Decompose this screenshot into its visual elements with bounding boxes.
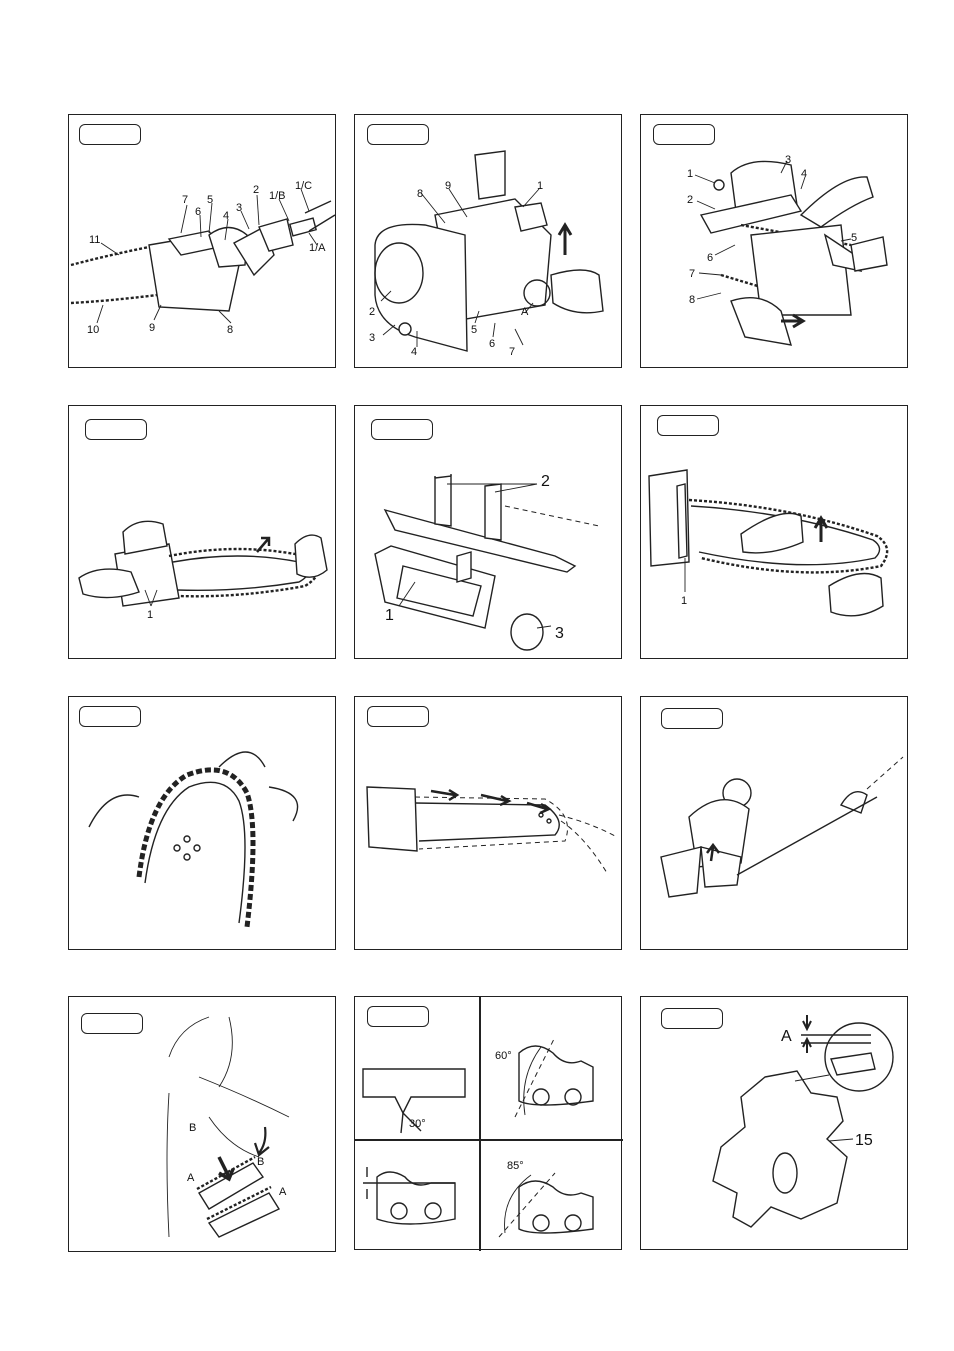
callout-5: 5 [851,232,857,244]
angle-60: 60° [495,1050,512,1062]
figure-number-tag [371,419,433,440]
figure-panel-5: 2 1 3 [354,405,622,659]
figure-number-tag [85,419,147,440]
callout-7: 7 [182,194,188,206]
operator-cutting-illustration [660,756,904,898]
bar-tensioning-illustration: 1 [78,520,328,621]
grid-divider-vertical [479,997,481,1251]
figure-panel-4: 1 [68,405,336,659]
figure-panel-2: 9 8 1 2 3 4 5 6 A 7 [354,114,622,368]
callout-a: A [781,1028,792,1045]
sprocket-cover-removal-illustration: 9 8 1 2 3 4 5 6 A 7 [369,150,604,358]
callout-7: 7 [509,346,515,358]
callout-5: 5 [207,194,213,206]
callout-1: 1 [537,180,543,192]
figure-number-tag [81,1013,143,1034]
depth-gauge-tool-illustration: A 15 [712,1015,894,1228]
callout-a: A [521,306,529,318]
bar-groove-cleaning-illustration: 2 1 3 [374,473,600,651]
figure-number-tag [367,706,429,727]
callout-9: 9 [149,322,155,334]
limb-cutting-sequence-illustration: B A B A [166,1016,290,1238]
figure-panel-8 [354,696,622,950]
chainsaw-head-exploded-illustration: 7 5 6 4 3 2 1/C 1/B 1/A 11 10 9 8 [70,180,336,336]
figure-panel-6: 1 [640,405,908,659]
callout-b-upper: B [189,1122,196,1134]
callout-4: 4 [801,168,807,180]
figure-panel-12: A 15 [640,996,908,1250]
callout-8: 8 [227,324,233,336]
callout-10: 10 [87,324,99,336]
chain-tension-check-illustration: 1 [648,469,889,617]
callout-2: 2 [253,184,259,196]
callout-3: 3 [785,154,791,166]
callout-1b: 1/B [269,190,286,202]
figure-number-tag [661,708,723,729]
bar-lubrication-illustration [366,786,618,874]
angle-85: 85° [507,1160,524,1172]
figure-panel-9 [640,696,908,950]
callout-11: 11 [89,234,100,246]
callout-1a: 1/A [309,242,326,254]
callout-2: 2 [541,473,550,490]
callout-7: 7 [689,268,695,280]
figure-number-tag [653,124,715,145]
bar-nose-inspection-illustration [88,751,299,928]
figure-panel-11: 30° 60° 85° [354,996,623,1251]
figure-number-tag [79,706,141,727]
callout-3: 3 [369,332,375,344]
callout-4: 4 [223,210,229,222]
callout-1: 1 [147,609,153,621]
callout-2: 2 [687,194,693,206]
callout-1: 1 [681,595,687,607]
callout-6: 6 [195,206,201,218]
figure-number-tag [367,1006,429,1027]
callout-2: 2 [369,306,375,318]
callout-b-lower: B [257,1156,264,1168]
callout-6: 6 [707,252,713,264]
callout-9: 9 [445,180,451,192]
callout-3: 3 [236,202,242,214]
figure-number-tag [79,124,141,145]
callout-4: 4 [411,346,417,358]
callout-1: 1 [385,607,394,624]
callout-a-lower: A [279,1186,287,1198]
figure-panel-10: B A B A [68,996,336,1252]
figure-panel-1: 7 5 6 4 3 2 1/C 1/B 1/A 11 10 9 8 [68,114,336,368]
chain-installation-illustration: 1 3 4 2 5 6 7 8 [687,154,888,346]
callout-5: 5 [471,324,477,336]
callout-3: 3 [555,625,564,642]
figure-panel-7 [68,696,336,950]
sharpening-angles-illustration: 30° 60° 85° [362,1036,594,1238]
callout-1c: 1/C [295,180,312,192]
figure-panel-3: 1 3 4 2 5 6 7 8 [640,114,908,368]
callout-15: 15 [855,1132,873,1149]
angle-30: 30° [409,1118,426,1130]
figure-number-tag [657,415,719,436]
callout-1: 1 [687,168,693,180]
figure-number-tag [661,1008,723,1029]
callout-a-upper: A [187,1172,195,1184]
callout-8: 8 [689,294,695,306]
grid-divider-horizontal [355,1139,623,1141]
callout-8: 8 [417,188,423,200]
callout-6: 6 [489,338,495,350]
figure-number-tag [367,124,429,145]
